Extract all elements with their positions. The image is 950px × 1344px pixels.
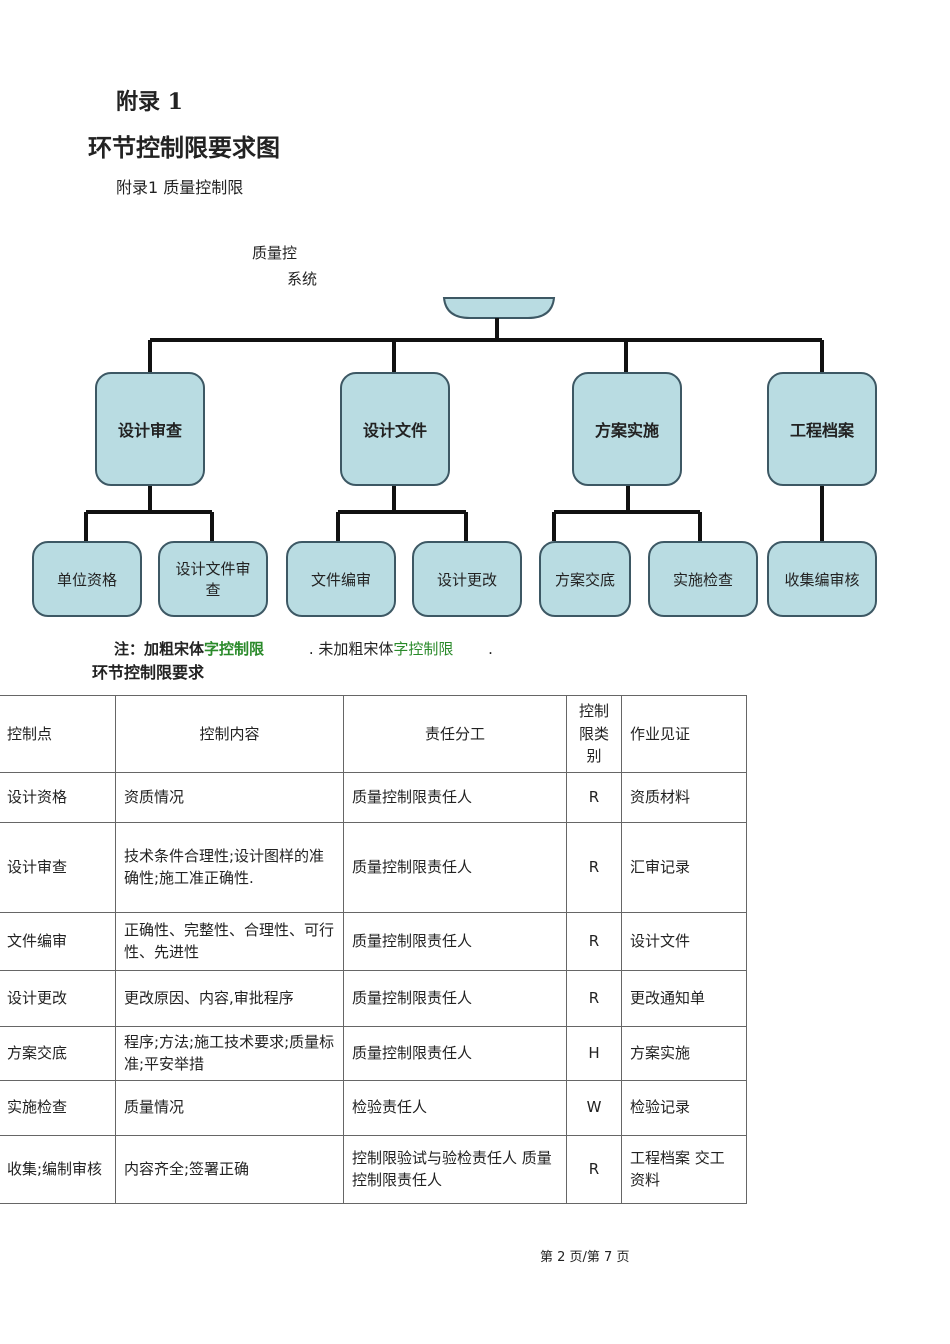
- table-row: 方案交底 程序;方法;施工技术要求;质量标准;平安举措 质量控制限责任人 H 方…: [0, 1025, 747, 1081]
- table-cell: R: [566, 1134, 622, 1204]
- table-header-row: 控制点 控制内容 责任分工 控制限类别 作业见证: [0, 695, 747, 773]
- table-cell: 质量控制限责任人: [343, 771, 567, 823]
- table-cell: 检验责任人: [343, 1079, 567, 1136]
- node-project-archive: 工程档案: [767, 372, 877, 486]
- header-cell: 作业见证: [621, 695, 747, 773]
- node-plan-implementation: 方案实施: [572, 372, 682, 486]
- control-table: 控制点 控制内容 责任分工 控制限类别 作业见证 设计资格 资质情况 质量控制限…: [0, 695, 747, 1204]
- root-label-line2: 系统: [287, 270, 318, 288]
- table-cell: 设计资格: [0, 771, 116, 823]
- table-cell: 质量控制限责任人: [343, 1025, 567, 1081]
- page-title: 环节控制限要求图: [88, 133, 280, 162]
- note-end: .: [488, 640, 493, 658]
- table-row: 设计资格 资质情况 质量控制限责任人 R 资质材料: [0, 771, 747, 823]
- table-cell: 内容齐全;签署正确: [115, 1134, 344, 1204]
- node-plan-briefing: 方案交底: [539, 541, 631, 617]
- header-cell: 控制内容: [115, 695, 344, 773]
- table-cell: 文件编审: [0, 911, 116, 971]
- node-unit-qualification: 单位资格: [32, 541, 142, 617]
- table-cell: R: [566, 969, 622, 1027]
- table-cell: 检验记录: [621, 1079, 747, 1136]
- header-cell: 责任分工: [343, 695, 567, 773]
- node-label: 收集编审核: [784, 570, 860, 589]
- table-cell: 质量情况: [115, 1079, 344, 1136]
- table-cell: 正确性、完整性、合理性、可行性、先进性: [115, 911, 344, 971]
- table-cell: 设计审查: [0, 821, 116, 913]
- table-row: 设计更改 更改原因、内容,审批程序 质量控制限责任人 R 更改通知单: [0, 969, 747, 1027]
- table-cell: 控制限验试与验检责任人 质量控制限责任人: [343, 1134, 567, 1204]
- table-cell: 方案实施: [621, 1025, 747, 1081]
- note-normal-label: 字控制限: [393, 640, 454, 658]
- node-label: 文件编审: [310, 570, 371, 589]
- table-cell: H: [566, 1025, 622, 1081]
- header-cell: 控制限类别: [566, 695, 622, 773]
- node-label: 方案实施: [594, 421, 659, 440]
- table-cell: W: [566, 1079, 622, 1136]
- table-cell: 设计更改: [0, 969, 116, 1027]
- header-cell: 控制点: [0, 695, 116, 773]
- node-implementation-check: 实施检查: [648, 541, 758, 617]
- node-label: 设计文件: [362, 421, 427, 440]
- node-label: 方案交底: [554, 570, 615, 589]
- table-cell: 资质情况: [115, 771, 344, 823]
- table-row: 文件编审 正确性、完整性、合理性、可行性、先进性 质量控制限责任人 R 设计文件: [0, 911, 747, 971]
- table-cell: 收集;编制审核: [0, 1134, 116, 1204]
- node-design-review: 设计审查: [95, 372, 205, 486]
- table-row: 收集;编制审核 内容齐全;签署正确 控制限验试与验检责任人 质量控制限责任人 R…: [0, 1134, 747, 1204]
- table-cell: 质量控制限责任人: [343, 911, 567, 971]
- table-cell: 设计文件: [621, 911, 747, 971]
- table-cell: R: [566, 771, 622, 823]
- table-cell: 质量控制限责任人: [343, 969, 567, 1027]
- note-bold-label: 字控制限: [204, 640, 265, 658]
- section-title: 环节控制限要求: [92, 663, 205, 682]
- table-cell: 资质材料: [621, 771, 747, 823]
- node-label: 实施检查: [672, 570, 733, 589]
- table-row: 实施检查 质量情况 检验责任人 W 检验记录: [0, 1079, 747, 1136]
- node-label: 设计更改: [436, 570, 497, 589]
- table-cell: 方案交底: [0, 1025, 116, 1081]
- org-chart-connectors: [84, 297, 824, 541]
- node-label: 设计审查: [117, 421, 182, 440]
- page-number: 第 2 页/第 7 页: [540, 1250, 630, 1265]
- node-label: 单位资格: [56, 570, 117, 589]
- table-cell: 工程档案 交工资料: [621, 1134, 747, 1204]
- table-cell: R: [566, 911, 622, 971]
- table-cell: 技术条件合理性;设计图样的准确性;施工准正确性.: [115, 821, 344, 913]
- node-file-edit-review: 文件编审: [286, 541, 396, 617]
- table-cell: R: [566, 821, 622, 913]
- table-row: 设计审查 技术条件合理性;设计图样的准确性;施工准正确性. 质量控制限责任人 R…: [0, 821, 747, 913]
- subtitle: 附录1 质量控制限: [116, 178, 244, 197]
- note-prefix: 注：加粗宋体: [114, 640, 205, 658]
- table-cell: 汇审记录: [621, 821, 747, 913]
- node-label: 工程档案: [789, 421, 854, 440]
- root-label-line1: 质量控: [252, 244, 298, 262]
- node-design-file-review: 设计文件审查: [158, 541, 268, 617]
- note-mid: . 未加粗宋体: [308, 640, 394, 658]
- node-collect-edit-review: 收集编审核: [767, 541, 877, 617]
- appendix-heading: 附录 1: [116, 89, 183, 115]
- table-cell: 更改原因、内容,审批程序: [115, 969, 344, 1027]
- node-design-document: 设计文件: [340, 372, 450, 486]
- table-cell: 更改通知单: [621, 969, 747, 1027]
- table-cell: 实施检查: [0, 1079, 116, 1136]
- legend-note: 注：加粗宋体字控制限 . 未加粗宋体字控制限 .: [114, 638, 493, 659]
- node-label: 设计文件审查: [175, 560, 251, 599]
- table-cell: 程序;方法;施工技术要求;质量标准;平安举措: [115, 1025, 344, 1081]
- table-cell: 质量控制限责任人: [343, 821, 567, 913]
- node-design-change: 设计更改: [412, 541, 522, 617]
